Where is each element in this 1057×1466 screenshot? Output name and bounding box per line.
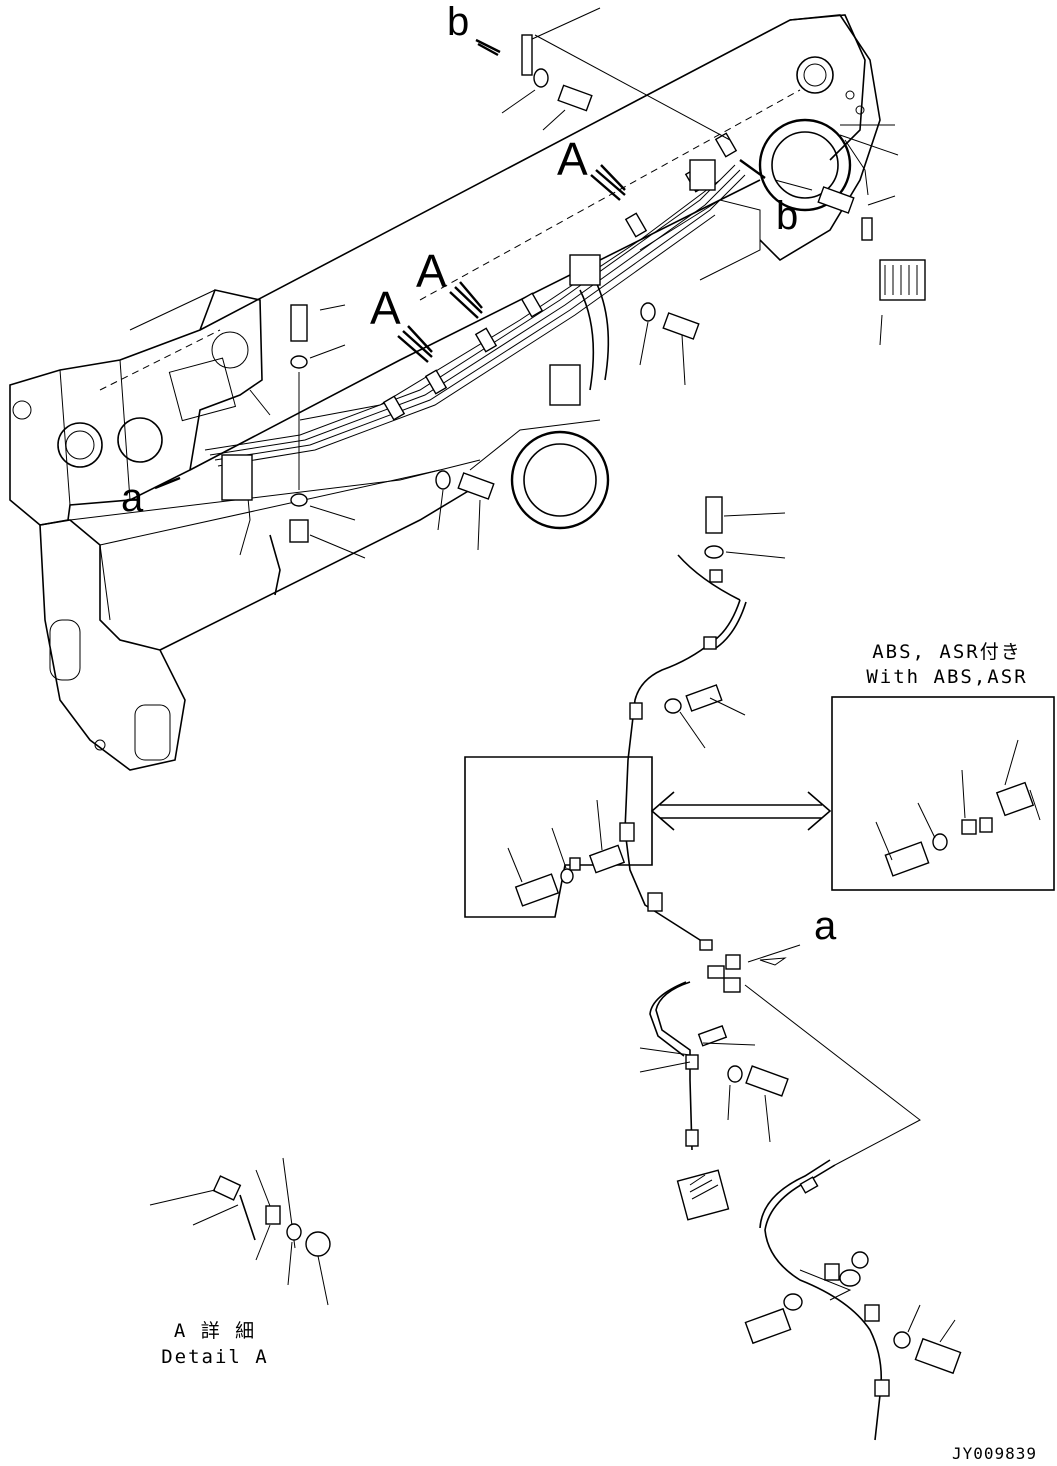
chassis-frame [9, 14, 881, 771]
view-label-a-2: A [416, 245, 447, 297]
ref-label-a-right: a [814, 904, 837, 948]
hose-bundle [204, 132, 869, 596]
view-label-a-3: A [370, 282, 401, 334]
bolt-stack [289, 304, 366, 559]
standard-variant-box [464, 756, 653, 918]
detail-title-en: Detail A [161, 1346, 269, 1368]
leader-lines [249, 34, 899, 416]
detail-a-parts [149, 1157, 331, 1306]
detail-title-jp: A 詳 細 [173, 1320, 257, 1342]
rail-bolts [435, 7, 855, 551]
lower-right-assembly [744, 1159, 962, 1441]
pipe-assembly [619, 496, 921, 1221]
abs-variant-box [831, 696, 1055, 891]
view-arrows [154, 38, 766, 490]
connector-block-top [861, 217, 926, 301]
ref-label-b-right: b [776, 194, 799, 238]
variant-title-jp: ABS, ASR付き [872, 641, 1022, 663]
swap-arrow [650, 791, 832, 831]
variant-title-en: With ABS,ASR [866, 666, 1028, 688]
ref-label-b-top: b [447, 0, 470, 44]
view-label-a-1: A [557, 133, 588, 185]
drawing-code: JY009839 [952, 1444, 1038, 1463]
ref-label-a-left: a [121, 476, 144, 520]
